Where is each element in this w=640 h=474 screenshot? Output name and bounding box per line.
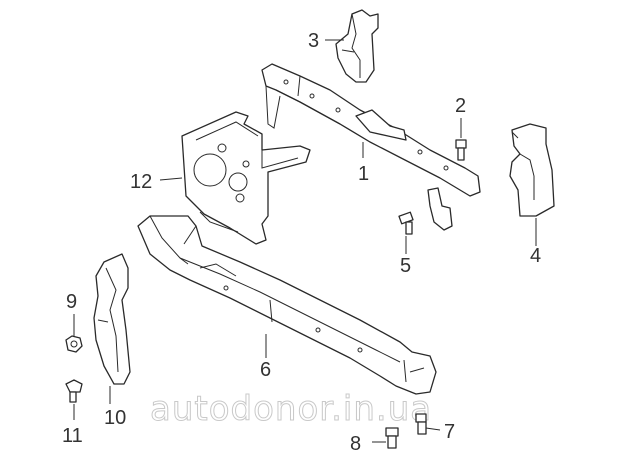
callout-11: 11 xyxy=(62,425,83,447)
part-8-bolt xyxy=(385,427,399,449)
callout-9: 9 xyxy=(66,291,77,313)
callout-2: 2 xyxy=(455,95,466,117)
callout-10: 10 xyxy=(104,407,126,429)
callout-8: 8 xyxy=(350,433,361,455)
watermark-text: autodonor.in.ua xyxy=(150,389,432,429)
callout-3: 3 xyxy=(308,30,319,52)
callout-12: 12 xyxy=(130,171,152,193)
part-3-upper-bracket xyxy=(335,9,379,83)
part-1-upper-tie-bar xyxy=(261,63,481,231)
part-12-side-support xyxy=(181,111,311,245)
callout-7: 7 xyxy=(444,421,455,443)
part-2-bolt xyxy=(455,139,467,161)
part-7-bolt xyxy=(415,413,427,435)
part-4-highlighted-bracket xyxy=(509,123,555,217)
leader-lines xyxy=(73,39,537,443)
part-5-bolt xyxy=(398,211,414,235)
part-6-lower-tie-bar xyxy=(137,215,437,395)
callout-1: 1 xyxy=(358,163,369,185)
callout-5: 5 xyxy=(400,255,411,277)
part-9-nut xyxy=(65,335,83,353)
callout-4: 4 xyxy=(530,245,541,267)
part-11-bolt xyxy=(65,379,83,403)
callout-6: 6 xyxy=(260,359,271,381)
part-10-vertical-bracket xyxy=(93,253,131,385)
